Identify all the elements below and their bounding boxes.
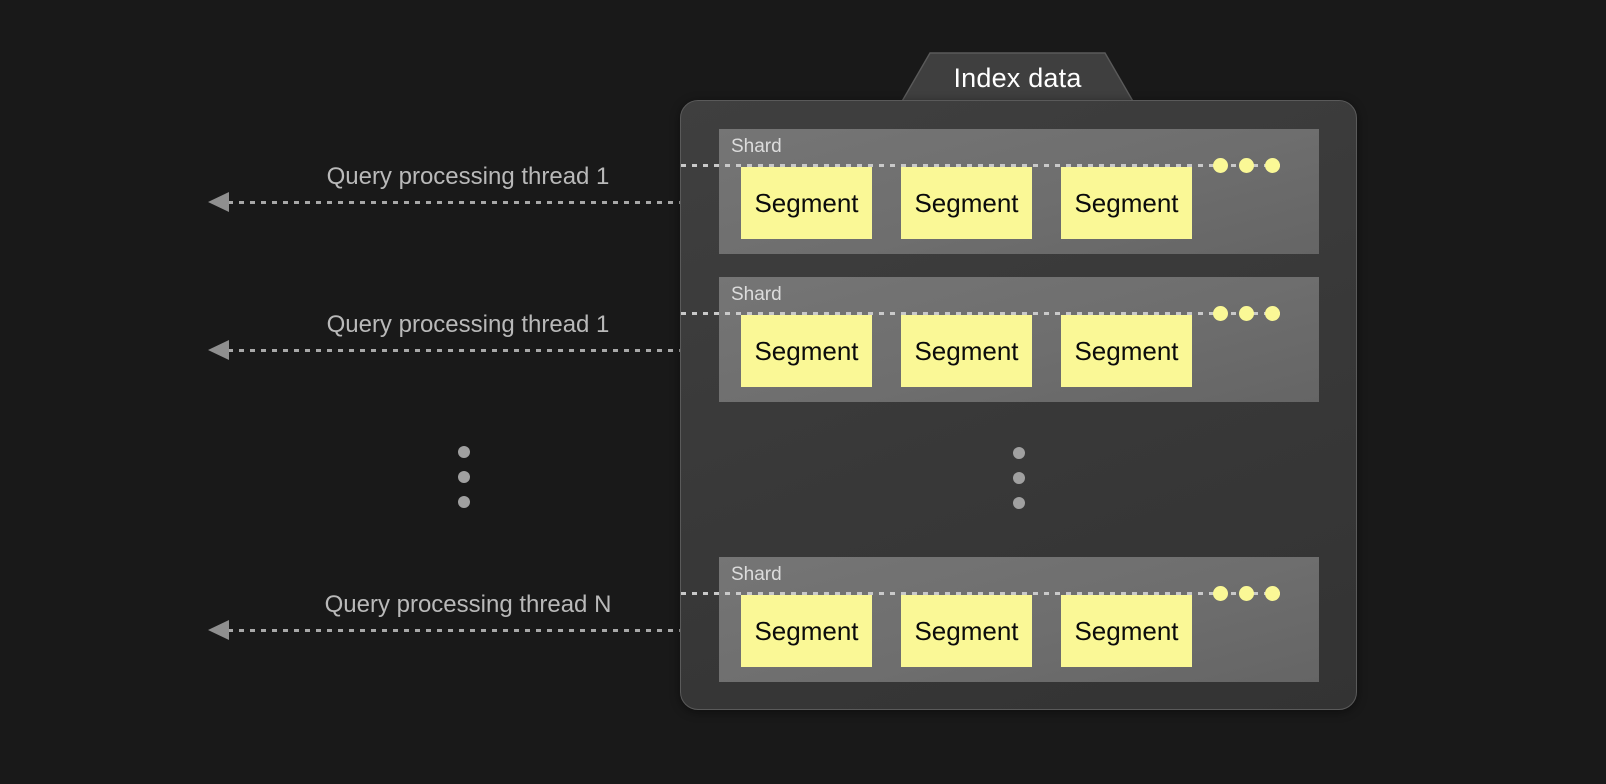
segment-strip: Segment Segment Segment	[719, 167, 1319, 239]
segment-box: Segment	[741, 315, 872, 387]
segment-box: Segment	[741, 595, 872, 667]
shard-dotted-line	[681, 164, 1281, 167]
segment-box: Segment	[901, 315, 1032, 387]
arrow-left-icon	[208, 340, 229, 360]
segment-ellipsis-dot-icon	[1239, 586, 1254, 601]
query-thread-n: Query processing thread N	[208, 590, 728, 650]
arrow-left-icon	[208, 620, 229, 640]
query-thread-label: Query processing thread 1	[326, 311, 610, 338]
segment-box: Segment	[1061, 595, 1192, 667]
segment-strip: Segment Segment Segment	[719, 595, 1319, 667]
query-thread-label: Query processing thread N	[324, 591, 612, 618]
ellipsis-dot-icon	[458, 446, 470, 458]
segment-ellipsis-dot-icon	[1265, 158, 1280, 173]
segment-box: Segment	[1061, 167, 1192, 239]
segment-box: Segment	[901, 595, 1032, 667]
segment-box: Segment	[741, 167, 872, 239]
segment-ellipsis-dot-icon	[1213, 306, 1228, 321]
ellipsis-dot-icon	[458, 471, 470, 483]
query-thread-1: Query processing thread 1	[208, 162, 728, 222]
segment-ellipsis-dot-icon	[1265, 306, 1280, 321]
ellipsis-dot-icon	[1013, 447, 1025, 459]
segment-box: Segment	[1061, 315, 1192, 387]
segment-ellipsis-dot-icon	[1265, 586, 1280, 601]
query-thread-label: Query processing thread 1	[326, 163, 610, 190]
shard-row: Shard Segment Segment Segment	[681, 277, 1319, 402]
segment-ellipsis-dot-icon	[1213, 158, 1228, 173]
segment-strip: Segment Segment Segment	[719, 315, 1319, 387]
shard-dotted-line	[681, 312, 1281, 315]
shard-label: Shard	[731, 136, 782, 157]
dotted-connector-line	[228, 629, 728, 632]
shard-label: Shard	[731, 284, 782, 305]
dotted-connector-line	[228, 201, 728, 204]
ellipsis-dot-icon	[458, 496, 470, 508]
index-data-title: Index data	[953, 63, 1082, 93]
index-data-container: Shard Segment Segment Segment Shard Segm…	[680, 100, 1357, 710]
ellipsis-dot-icon	[1013, 497, 1025, 509]
segment-box: Segment	[901, 167, 1032, 239]
segment-ellipsis-dot-icon	[1239, 306, 1254, 321]
shard-row: Shard Segment Segment Segment	[681, 129, 1319, 254]
shard-label: Shard	[731, 564, 782, 585]
dotted-connector-line	[228, 349, 728, 352]
index-data-tab: Index data	[900, 52, 1135, 104]
shard-row: Shard Segment Segment Segment	[681, 557, 1319, 682]
arrow-left-icon	[208, 192, 229, 212]
shard-dotted-line	[681, 592, 1281, 595]
ellipsis-dot-icon	[1013, 472, 1025, 484]
segment-ellipsis-dot-icon	[1213, 586, 1228, 601]
query-thread-2: Query processing thread 1	[208, 310, 728, 370]
segment-ellipsis-dot-icon	[1239, 158, 1254, 173]
